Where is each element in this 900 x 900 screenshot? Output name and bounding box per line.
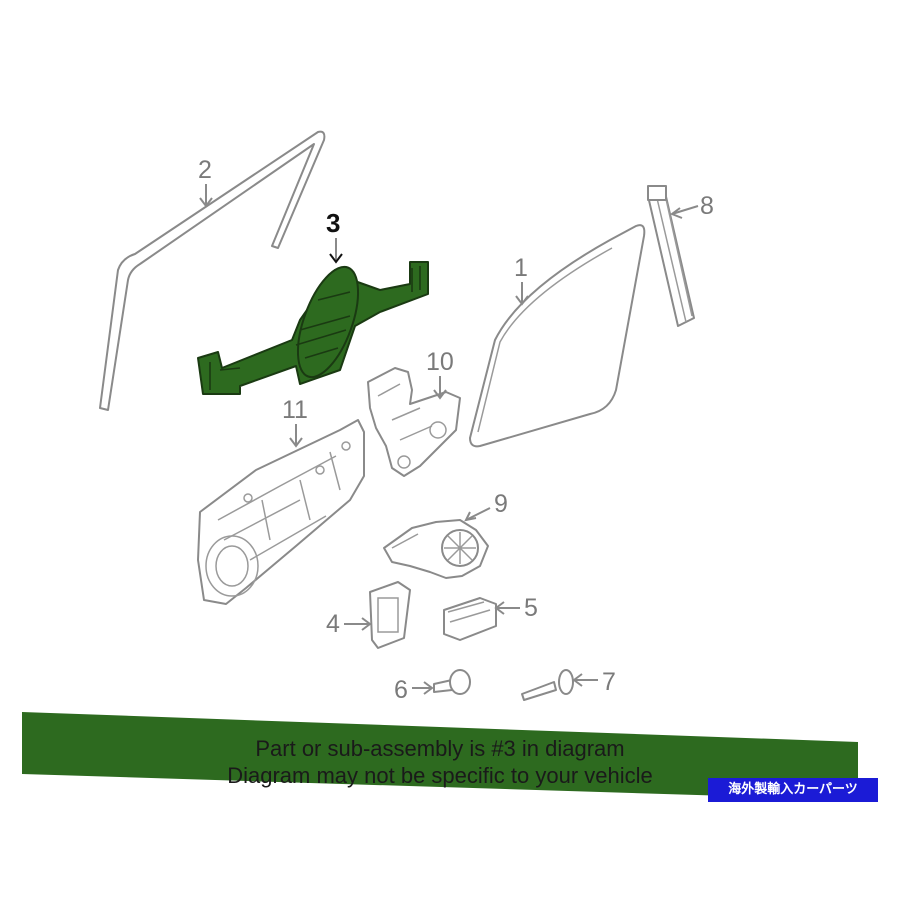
part-6-bolt [433,669,471,695]
callout-5: 5 [524,594,538,622]
banner-line-part-info: Part or sub-assembly is #3 in diagram [255,736,625,761]
leader-lines [199,184,699,695]
seller-watermark: 海外製輸入カーパーツ [708,778,878,802]
callout-7: 7 [602,668,616,696]
part-2-run-channel [99,130,326,411]
callout-6: 6 [394,676,408,704]
part-4-cover [369,581,411,649]
banner-line-disclaimer: Diagram may not be specific to your vehi… [227,763,653,788]
part-11-door-panel [197,419,365,605]
part-1-door-glass [469,224,646,448]
info-banner [22,712,858,800]
callout-3: 3 [326,208,340,238]
part-7-rivet [521,669,574,701]
part-9-motor [383,519,489,579]
callout-11: 11 [282,396,308,424]
callout-labels: 2 3 1 8 10 11 9 4 5 6 7 [198,156,714,704]
callout-10: 10 [426,348,454,376]
callout-2: 2 [198,156,212,184]
callout-9: 9 [494,490,508,518]
part-3-window-regulator [197,261,429,395]
part-5-module [443,597,497,641]
callout-8: 8 [700,192,714,220]
part-8-seal [647,185,695,327]
callout-1: 1 [514,254,528,282]
part-10-bracket [367,367,461,477]
callout-4: 4 [326,610,340,638]
